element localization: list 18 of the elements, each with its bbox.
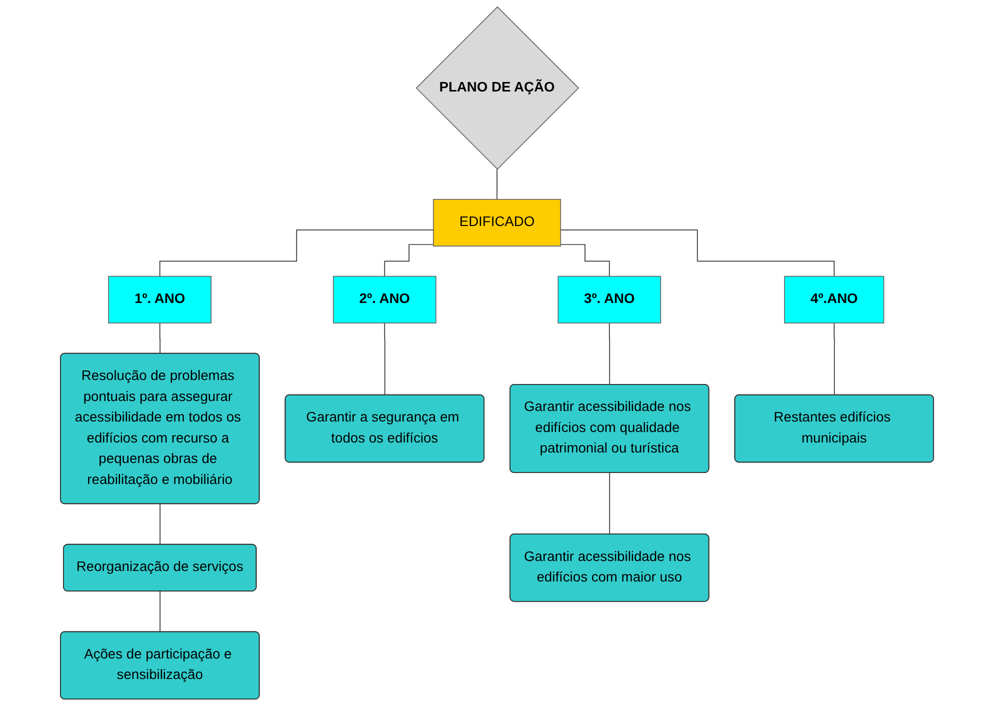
connector [160,504,161,546]
node-box: 2º. ANO [332,276,436,324]
connector [496,168,498,200]
connector [834,322,836,396]
connector [608,322,610,386]
node-box: 3º. ANO [558,276,662,324]
connector [560,244,610,277]
connector [609,472,610,535]
node-box: EDIFICADO [432,198,562,246]
connector [159,230,434,277]
connector [384,244,434,277]
connector [560,230,835,277]
node-box: 4º.ANO [784,276,884,324]
node-diamond: PLANO DE AÇÃO [416,6,580,170]
connector [159,322,161,354]
node-box: 1º. ANO [108,276,212,324]
connector [160,591,161,633]
connector [384,322,386,396]
